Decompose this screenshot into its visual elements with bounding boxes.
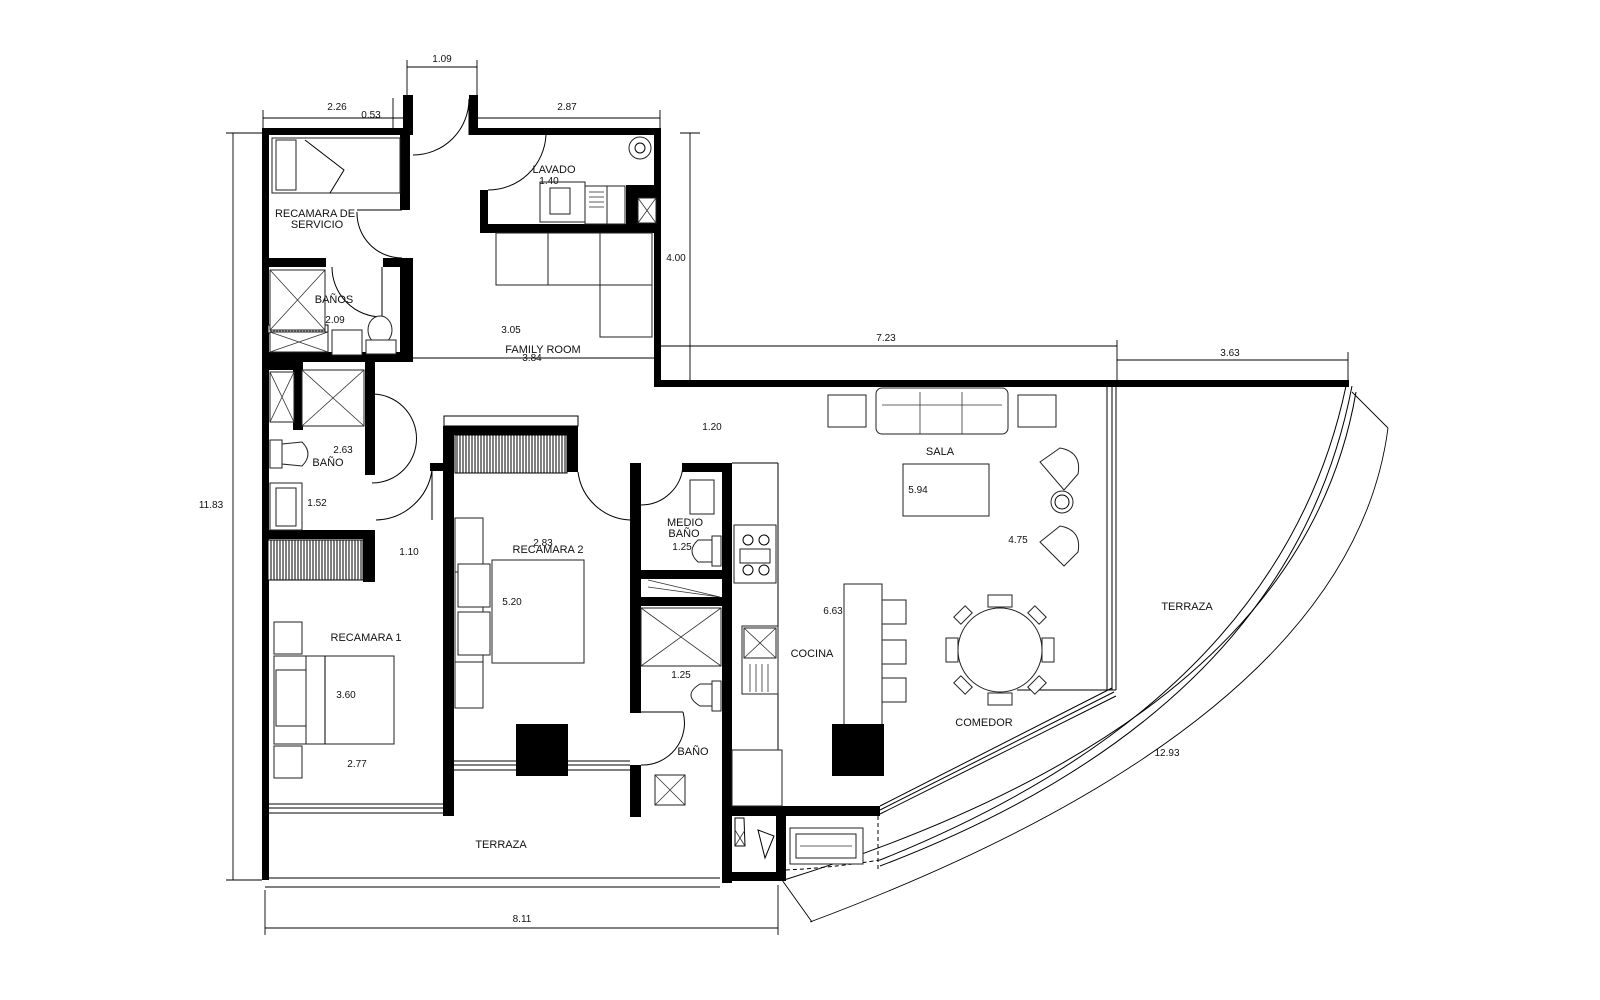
closets (267, 324, 568, 582)
label-bano-2: BAÑO (677, 745, 709, 758)
dim-living-top: 7.23 (876, 333, 896, 344)
dim-sala-width: 5.94 (908, 485, 928, 496)
label-sala: SALA (926, 446, 955, 458)
dim-recamara2-depth: 5.20 (502, 597, 522, 608)
label-medio-bano-2: BAÑO (668, 527, 700, 540)
dim-hall-gap: 1.20 (702, 422, 722, 433)
dim-top-left: 2.26 (327, 102, 347, 113)
doors (331, 98, 685, 766)
dim-right-upper: 4.00 (666, 253, 686, 264)
dimension-labels: 1.09 2.26 0.53 2.87 1.40 2.09 4.00 3.05 … (199, 54, 1240, 925)
walls (262, 95, 1349, 883)
label-terraza-bottom: TERRAZA (475, 839, 527, 851)
dim-cocina-depth: 6.63 (823, 606, 843, 617)
dim-recamara2-width: 2.83 (533, 538, 553, 549)
dimension-lines (226, 60, 1389, 935)
dim-recamara1-width: 2.77 (347, 759, 367, 770)
label-comedor: COMEDOR (955, 717, 1013, 729)
dim-overall-height: 11.83 (199, 500, 224, 511)
label-recamara-2: RECAMARA 2 (513, 544, 584, 556)
label-banos: BAÑOS (315, 293, 354, 306)
furniture (269, 136, 1080, 865)
label-family-room: FAMILY ROOM (505, 344, 580, 356)
label-recamara-1: RECAMARA 1 (331, 632, 402, 644)
dim-bano-width: 1.52 (307, 498, 327, 509)
label-bano-1: BAÑO (312, 456, 344, 469)
label-medio-bano-1: MEDIO (667, 517, 704, 529)
dim-top-left-small: 0.53 (361, 110, 381, 121)
dim-overall-width: 8.11 (513, 914, 532, 925)
dim-arc-length: 12.93 (1154, 748, 1179, 759)
dim-terraza-top: 3.63 (1220, 348, 1240, 359)
dim-lavado: 1.40 (539, 176, 559, 187)
dim-medio-bano: 1.25 (672, 542, 692, 553)
room-labels: RECAMARA DE SERVICIO LAVADO BAÑOS FAMILY… (275, 164, 1213, 851)
dim-sala-depth: 4.75 (1008, 535, 1028, 546)
label-lavado: LAVADO (533, 164, 576, 176)
dim-family-width: 3.84 (522, 353, 542, 364)
dim-servicio: 2.09 (325, 315, 345, 326)
dim-family-depth: 3.05 (501, 325, 521, 336)
dim-bano2: 1.25 (671, 670, 691, 681)
dim-hall-width: 1.10 (399, 547, 419, 558)
label-cocina: COCINA (791, 648, 834, 660)
label-recamara-servicio-1: RECAMARA DE (275, 208, 355, 220)
label-terraza-main: TERRAZA (1161, 601, 1213, 613)
dim-recamara1-depth: 3.60 (336, 690, 356, 701)
dim-top-right: 2.87 (557, 102, 577, 113)
dim-top-entry: 1.09 (432, 54, 452, 65)
label-recamara-servicio-2: SERVICIO (291, 219, 344, 231)
dim-bano-height: 2.63 (333, 445, 353, 456)
